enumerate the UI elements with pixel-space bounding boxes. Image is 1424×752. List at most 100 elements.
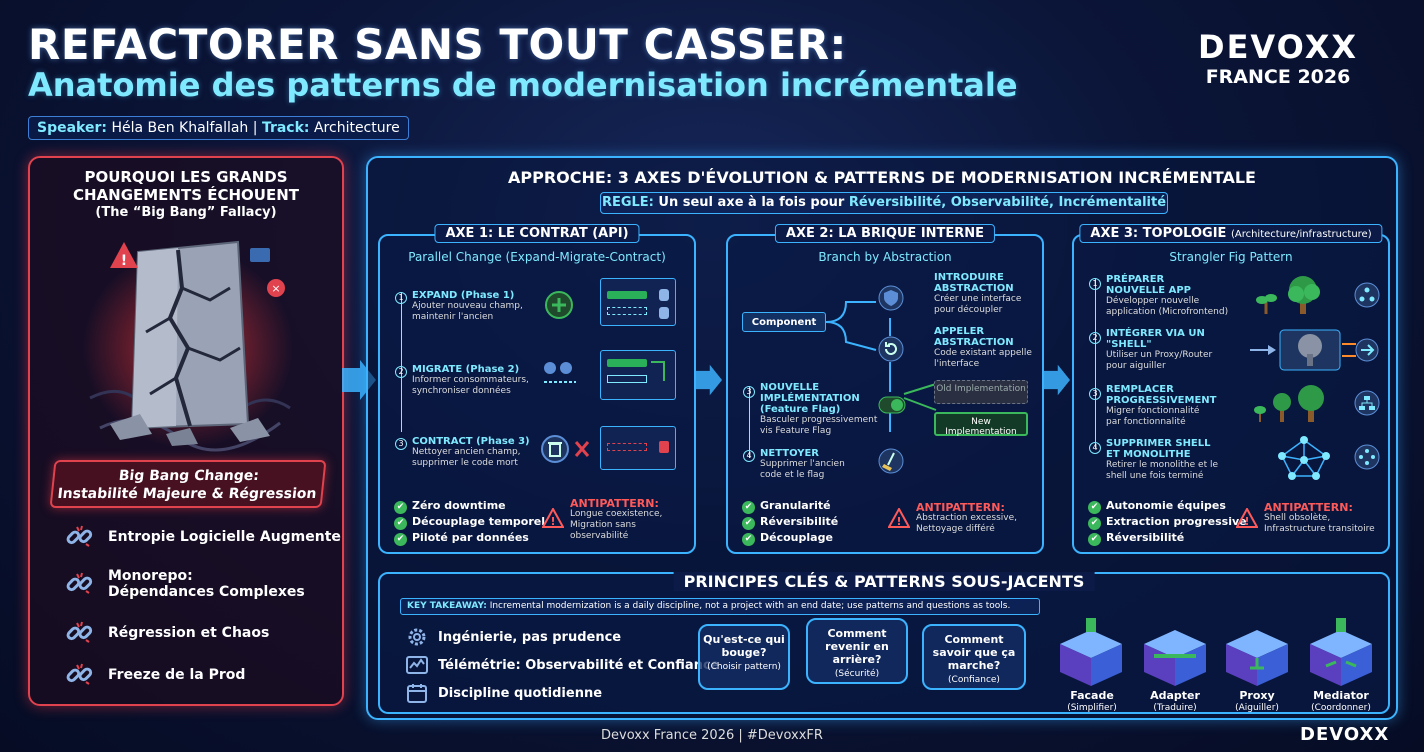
step-number: 3 — [743, 386, 755, 398]
question-sub: (Choisir pattern) — [707, 662, 781, 672]
gear-icon — [408, 628, 426, 646]
speaker-label: Speaker: — [37, 120, 107, 136]
pattern-sub: (Aiguiller) — [1235, 703, 1279, 713]
step-number: 4 — [743, 450, 755, 462]
axis-2-antipattern: ANTIPATTERN:Abstraction excessive,Nettoy… — [916, 502, 1017, 535]
benefit-item: Réversibilité — [1088, 530, 1247, 546]
step-line: Ajouter nouveau champ, — [412, 301, 523, 311]
question-sub: (Sécurité) — [834, 669, 880, 679]
question-text: Comment savoir que ça marche? — [932, 633, 1016, 672]
big-bang-title: POURQUOI LES GRANDS CHANGEMENTS ÉCHOUENT… — [30, 168, 342, 222]
step-head: NETTOYER — [760, 448, 819, 459]
adapter-cube-icon — [1144, 630, 1206, 686]
svg-text:!: ! — [550, 515, 555, 528]
principle-label: Discipline quotidienne — [438, 685, 603, 701]
left-item-entropy: Entropie Logicielle Augmente — [64, 522, 341, 552]
axis-3-title: AXE 3: TOPOLOGIE (Architecture/infrastru… — [1079, 224, 1383, 243]
step-number: 1 — [395, 292, 407, 304]
step-number: 3 — [1089, 388, 1101, 400]
principle-label: Télémétrie: Observabilité et Confiance — [438, 657, 720, 673]
step-sub: (Feature Flag) — [760, 404, 841, 415]
step-line: Migrer fonctionnalité — [1106, 406, 1200, 416]
left-item-freeze: Freeze de la Prod — [64, 660, 245, 690]
left-item-label: Freeze de la Prod — [108, 667, 246, 683]
step-number: 2 — [1089, 332, 1101, 344]
step-line: Utiliser un Proxy/Router — [1106, 350, 1213, 360]
component-box: Component — [742, 312, 826, 332]
step-head: NOUVELLE IMPLÉMENTATION — [760, 382, 860, 404]
anti-line: Infrastructure transitoire — [1264, 524, 1375, 534]
step-line: Retirer le monolithe et le — [1106, 460, 1218, 470]
anti-label: ANTIPATTERN: — [570, 497, 659, 510]
step-line: code et le flag — [760, 470, 825, 480]
toggle-icon — [878, 396, 906, 414]
step-head: CONTRACT (Phase 3) — [412, 436, 530, 447]
left-item-label-2: Dépendances Complexes — [108, 584, 305, 600]
calendar-icon — [407, 684, 427, 703]
track-label: Track: — [261, 120, 310, 136]
step-line: application (Microfrontend) — [1106, 307, 1229, 317]
migrate-schema-icon — [600, 350, 676, 400]
question-bubble: Comment revenir en arrière?(Sécurité) — [806, 618, 908, 684]
trash-icon — [541, 435, 590, 463]
pattern-sub: (Simplifier) — [1067, 703, 1117, 713]
pattern-name: Proxy — [1239, 689, 1275, 702]
rule-text: Un seul axe à la fois pour — [658, 195, 845, 210]
axis-2-step-new-impl: NOUVELLE IMPLÉMENTATION(Feature Flag)Bas… — [760, 382, 877, 437]
axis-1-title: AXE 1: LE CONTRAT (API) — [434, 224, 640, 243]
pattern-label: Proxy(Aiguiller) — [1217, 690, 1297, 714]
axis-1-step-expand: EXPAND (Phase 1)Ajouter nouveau champ,ma… — [412, 290, 523, 323]
graph-network-icon — [1278, 436, 1330, 480]
step-head: INTÉGRER VIA UN "SHELL" — [1106, 328, 1205, 350]
benefit-item: Découplage temporel — [394, 514, 545, 530]
benefit-item: Autonomie équipes — [1088, 498, 1247, 514]
anti-label: ANTIPATTERN: — [1264, 501, 1353, 514]
principles-card: PRINCIPES CLÉS & PATTERNS SOUS-JACENTS K… — [378, 572, 1390, 714]
principle-item: Ingénierie, pas prudence — [406, 626, 621, 648]
track-name: Architecture — [313, 120, 400, 136]
axis-3-benefits: Autonomie équipesExtraction progressiveR… — [1088, 498, 1247, 546]
speaker-bar: Speaker: Héla Ben Khalfallah | Track: Ar… — [28, 116, 409, 140]
question-text: Qu'est-ce qui bouge? — [703, 633, 785, 659]
step-line: Créer une interface — [934, 294, 1022, 304]
pattern-label: Adapter(Traduire) — [1135, 690, 1215, 714]
anti-line: Longue coexistence, — [570, 509, 663, 519]
anti-line: Abstraction excessive, — [916, 513, 1017, 523]
mediator-cube-icon — [1310, 618, 1372, 686]
forest-growth-icon — [1254, 385, 1324, 422]
hierarchy-icon — [1354, 390, 1380, 416]
pattern-sub: (Coordonner) — [1311, 703, 1371, 713]
telemetry-icon — [406, 656, 428, 674]
takeaway-text: Incremental modernization is a daily dis… — [489, 601, 1011, 611]
question-bubble: Qu'est-ce qui bouge? (Choisir pattern) — [698, 624, 790, 690]
warning-icon: ! — [1236, 508, 1258, 528]
key-takeaway-bar: KEY TAKEAWAY: Incremental modernization … — [400, 598, 1040, 615]
axis-3-step-integrate: INTÉGRER VIA UN "SHELL"Utiliser un Proxy… — [1106, 328, 1216, 372]
svg-text:!: ! — [121, 253, 127, 269]
step-line: shell une fois terminé — [1106, 471, 1204, 481]
left-item-label: Monorepo: — [108, 568, 193, 584]
step-head: REMPLACER PROGRESSIVEMENT — [1106, 384, 1217, 406]
axis-1-antipattern: ANTIPATTERN:Longue coexistence,Migration… — [570, 498, 662, 542]
svg-text:!: ! — [896, 515, 901, 528]
step-head: EXPAND (Phase 1) — [412, 290, 515, 301]
step-number: 3 — [395, 438, 407, 450]
step-number: 1 — [1089, 278, 1101, 290]
pattern-label: Facade(Simplifier) — [1052, 690, 1132, 714]
cracked-monolith-icon: ! × — [83, 240, 293, 452]
principle-item: Télémétrie: Observabilité et Confiance — [406, 654, 720, 676]
axis-3-title-main: AXE 3: TOPOLOGIE — [1090, 226, 1227, 241]
step-line: l'interface — [934, 359, 980, 369]
broken-link-icon — [66, 621, 93, 643]
step-number: 4 — [1089, 442, 1101, 454]
benefit-item: Zéro downtime — [394, 498, 545, 514]
benefit-item: Piloté par données — [394, 530, 545, 546]
consumers-icon — [544, 362, 576, 383]
refresh-icon — [878, 336, 904, 362]
big-bang-panel: POURQUOI LES GRANDS CHANGEMENTS ÉCHOUENT… — [28, 156, 344, 706]
step-line: Développer nouvelle — [1106, 296, 1200, 306]
plus-icon — [545, 291, 573, 319]
